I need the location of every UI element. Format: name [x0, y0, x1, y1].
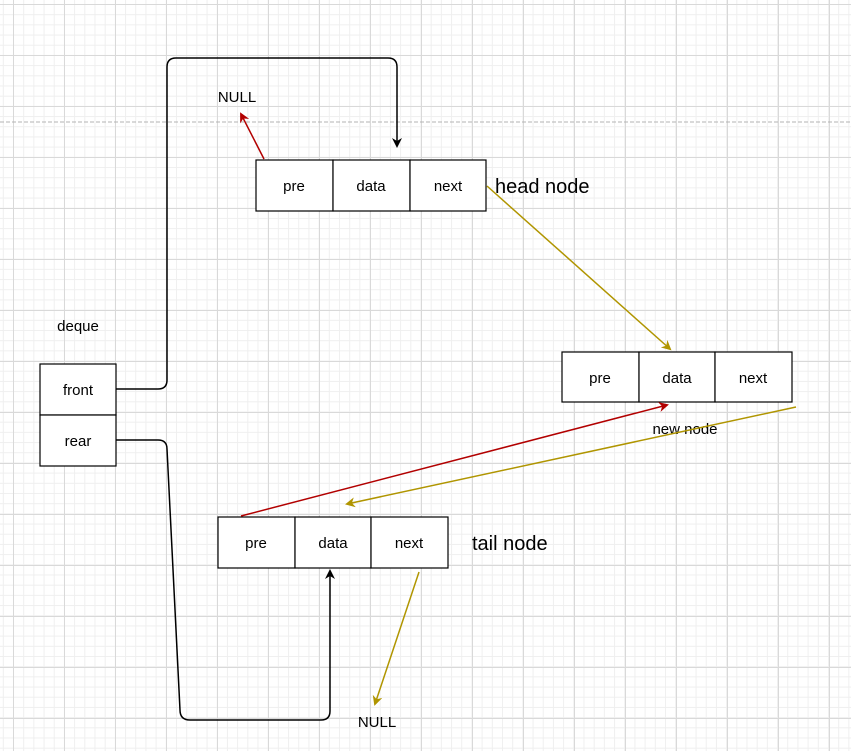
tail-pre-to-new-arrow	[240, 402, 669, 517]
front-pointer-arrow	[116, 57, 402, 390]
tail-next-cell	[370, 516, 449, 569]
head-node: pre data next head node	[255, 159, 590, 212]
head-next-label: next	[434, 178, 463, 195]
null-bottom-label: NULL	[358, 714, 396, 731]
rear-field-label: rear	[65, 433, 92, 450]
new-pre-cell	[561, 351, 640, 403]
tail-node: pre data next tail node	[217, 516, 548, 569]
rear-field-box	[39, 414, 117, 467]
head-pre-label: pre	[283, 178, 305, 195]
null-top-label: NULL	[218, 89, 256, 106]
tail-data-label: data	[318, 535, 348, 552]
head-pre-null-arrow	[240, 112, 265, 160]
rear-pointer-arrow	[116, 439, 335, 721]
tail-pre-cell	[217, 516, 296, 569]
tail-next-null-arrow	[372, 571, 420, 706]
new-node: pre data next new node	[561, 351, 793, 438]
front-field-label: front	[63, 382, 94, 399]
new-pre-label: pre	[589, 370, 611, 387]
head-data-label: data	[356, 178, 386, 195]
front-field-box	[39, 363, 117, 416]
head-next-to-new-arrow	[486, 185, 672, 351]
new-next-to-tail-arrow	[345, 406, 797, 508]
new-next-label: next	[739, 370, 768, 387]
head-pre-cell	[255, 159, 334, 212]
deque-struct: deque front rear	[39, 318, 117, 467]
new-next-cell	[714, 351, 793, 403]
new-data-label: data	[662, 370, 692, 387]
tail-pre-label: pre	[245, 535, 267, 552]
head-next-cell	[409, 159, 487, 212]
deque-label: deque	[57, 318, 99, 335]
tail-node-label: tail node	[472, 533, 548, 555]
tail-next-label: next	[395, 535, 424, 552]
head-node-label: head node	[495, 176, 590, 198]
head-data-cell	[332, 159, 411, 212]
